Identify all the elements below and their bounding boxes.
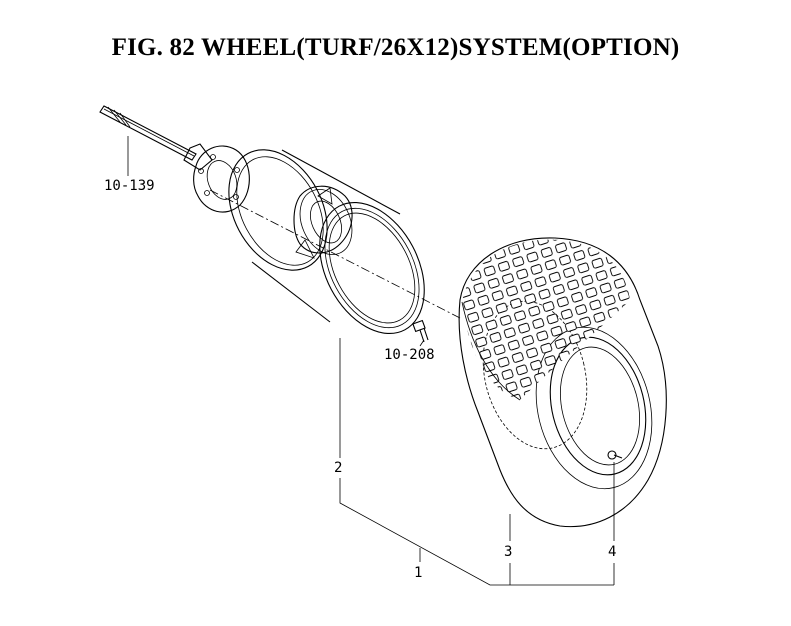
wheel-bolt	[412, 319, 429, 343]
callout-bolt: 10-208	[384, 347, 435, 363]
callout-rim: 2	[334, 460, 342, 476]
callout-tire: 3	[504, 544, 512, 560]
callout-axle: 10-139	[104, 178, 155, 194]
wheel-rim	[228, 149, 425, 335]
valve-stem	[607, 450, 623, 460]
axle-shaft	[99, 105, 250, 213]
figure-title: FIG. 82 WHEEL(TURF/26X12)SYSTEM(OPTION)	[111, 34, 680, 61]
leader-bolt	[419, 339, 425, 347]
callout-assembly: 1	[414, 565, 422, 581]
turf-tire	[458, 237, 667, 528]
callout-valve: 4	[608, 544, 616, 560]
bracket-assembly	[339, 478, 614, 586]
